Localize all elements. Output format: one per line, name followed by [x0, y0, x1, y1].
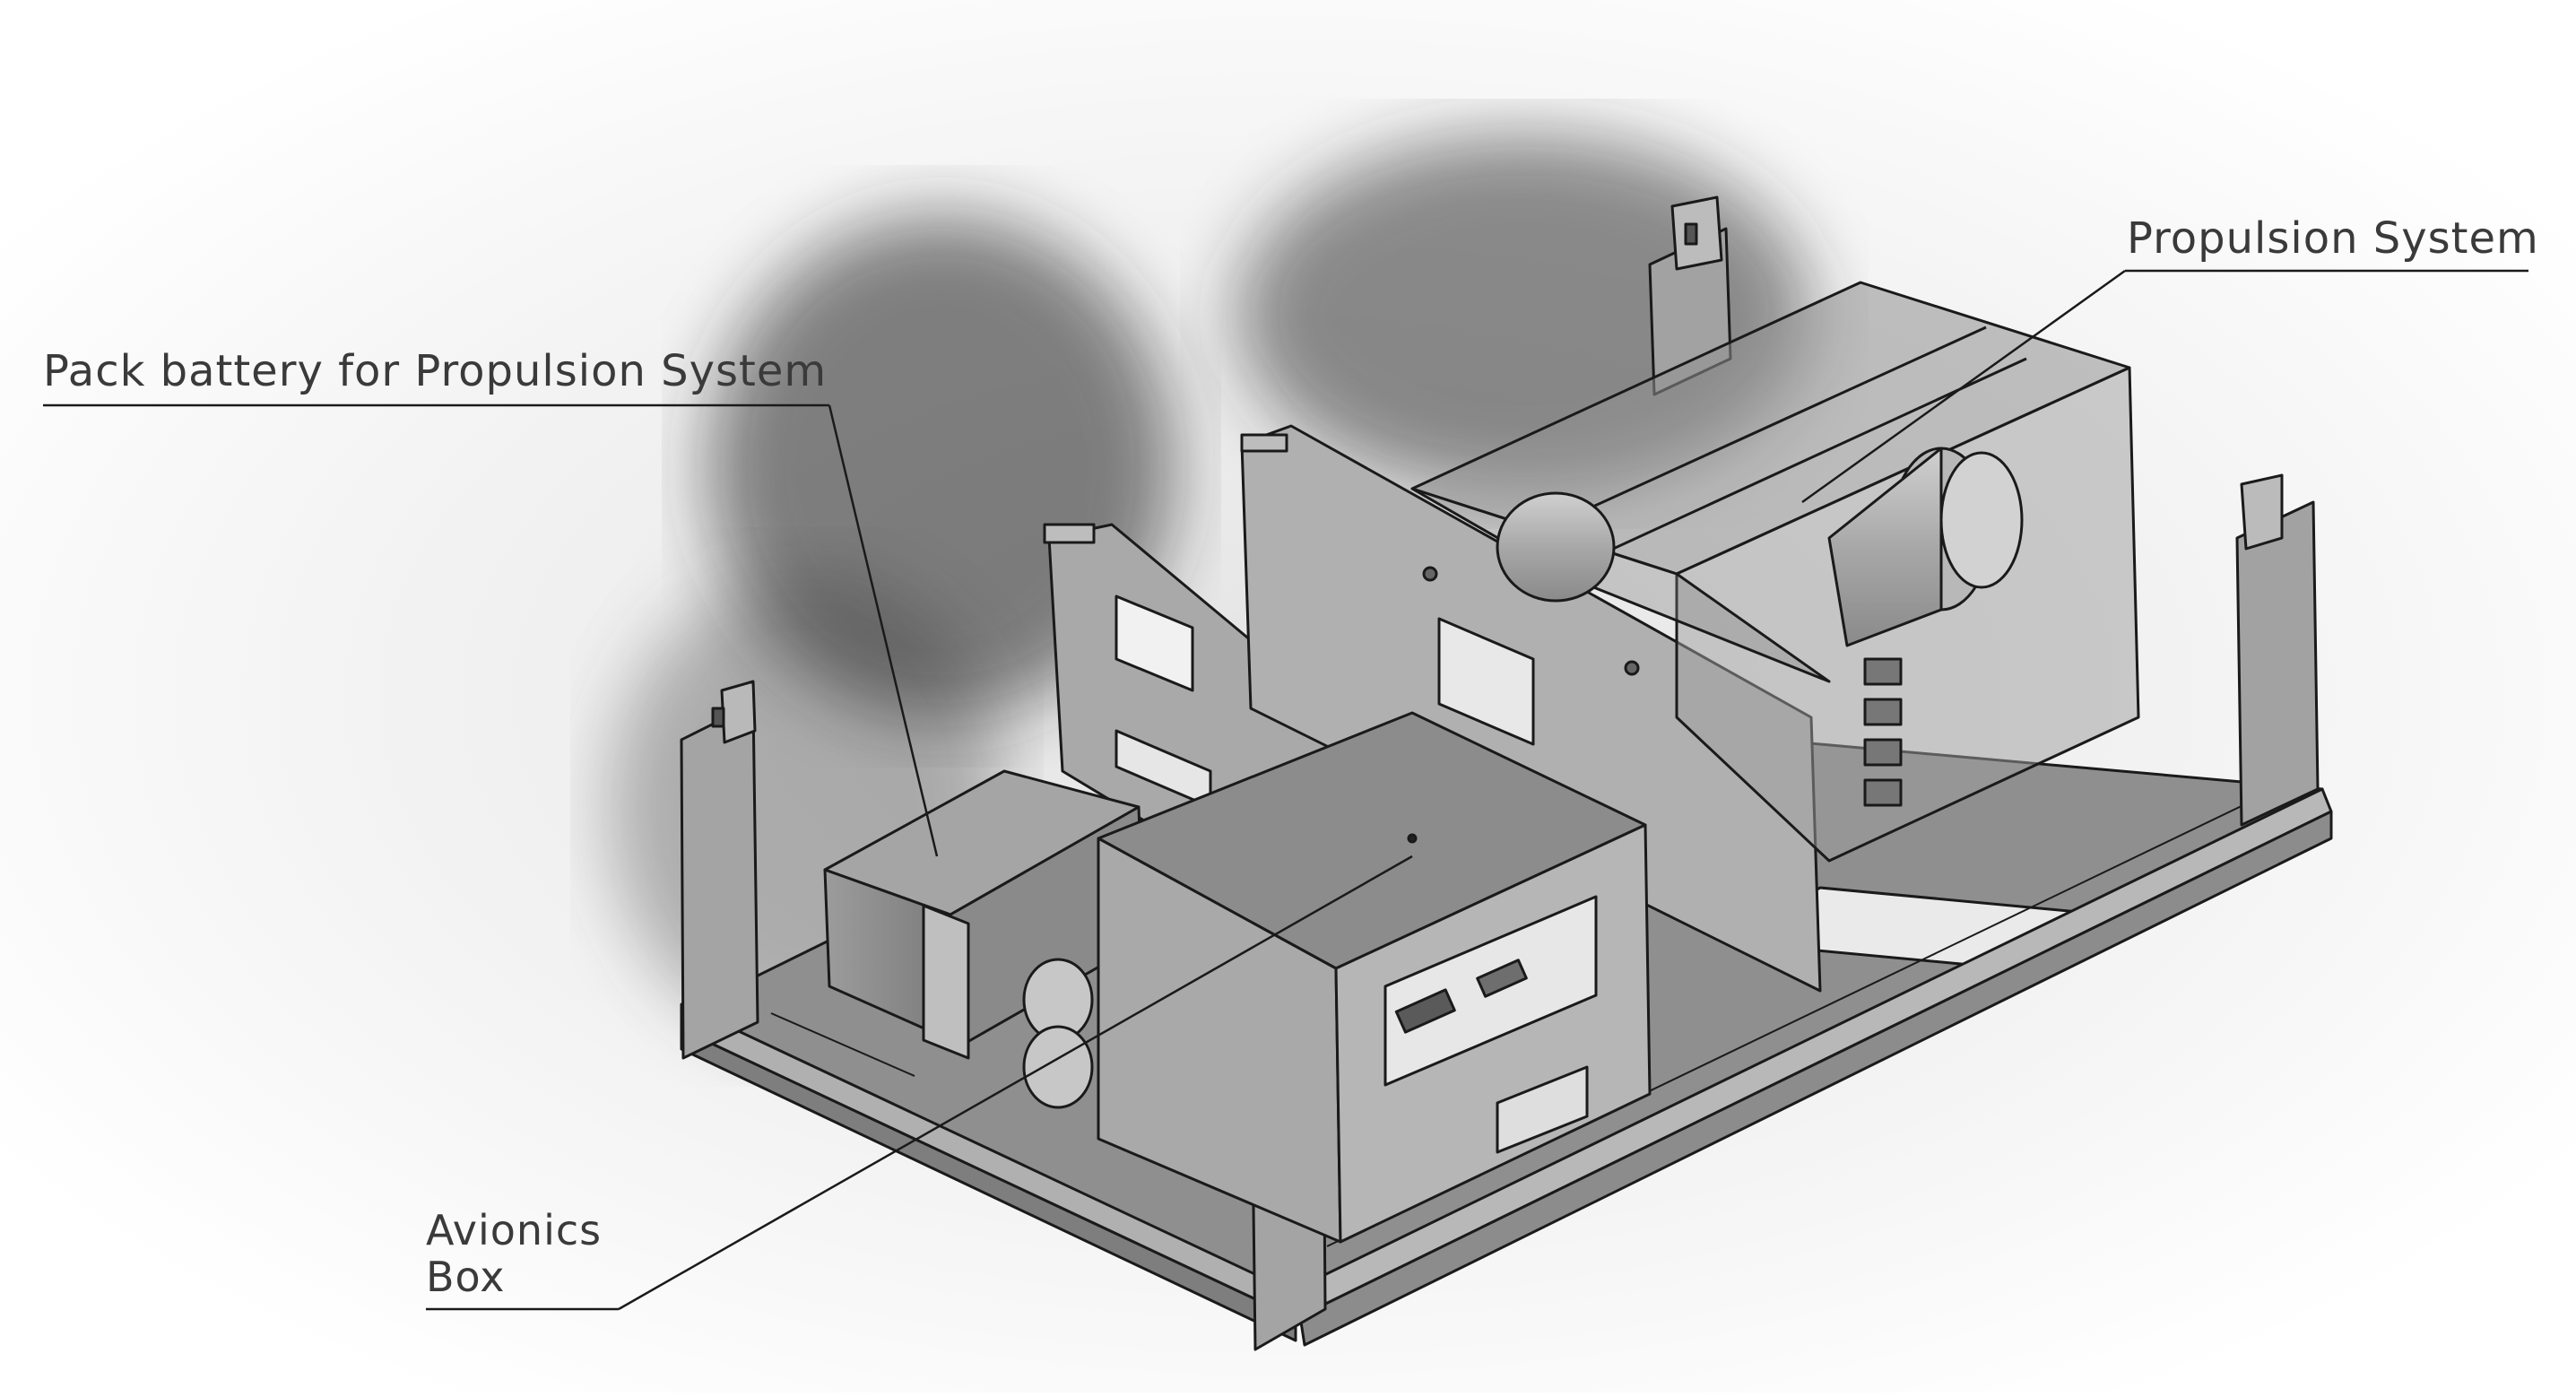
propulsion-leader	[1801, 269, 2126, 504]
rear-bulkhead	[1240, 424, 1822, 993]
avionics-leader	[618, 855, 1413, 1311]
avionics-callout-line2: Box	[426, 1253, 506, 1301]
avionics-box	[1097, 711, 1652, 1244]
avionics-callout: Avionics Box	[426, 1207, 602, 1300]
propellant-tank	[1496, 491, 1616, 603]
battery-pack	[823, 769, 1145, 1109]
battery-callout: Pack battery for Propulsion System	[43, 346, 828, 396]
propulsion-callout: Propulsion System	[2127, 213, 2539, 264]
avionics-callout-line1: Avionics	[426, 1206, 603, 1254]
propulsion-system	[1410, 281, 2140, 863]
leader-lines	[43, 269, 2528, 1311]
battery-leader	[828, 404, 939, 857]
